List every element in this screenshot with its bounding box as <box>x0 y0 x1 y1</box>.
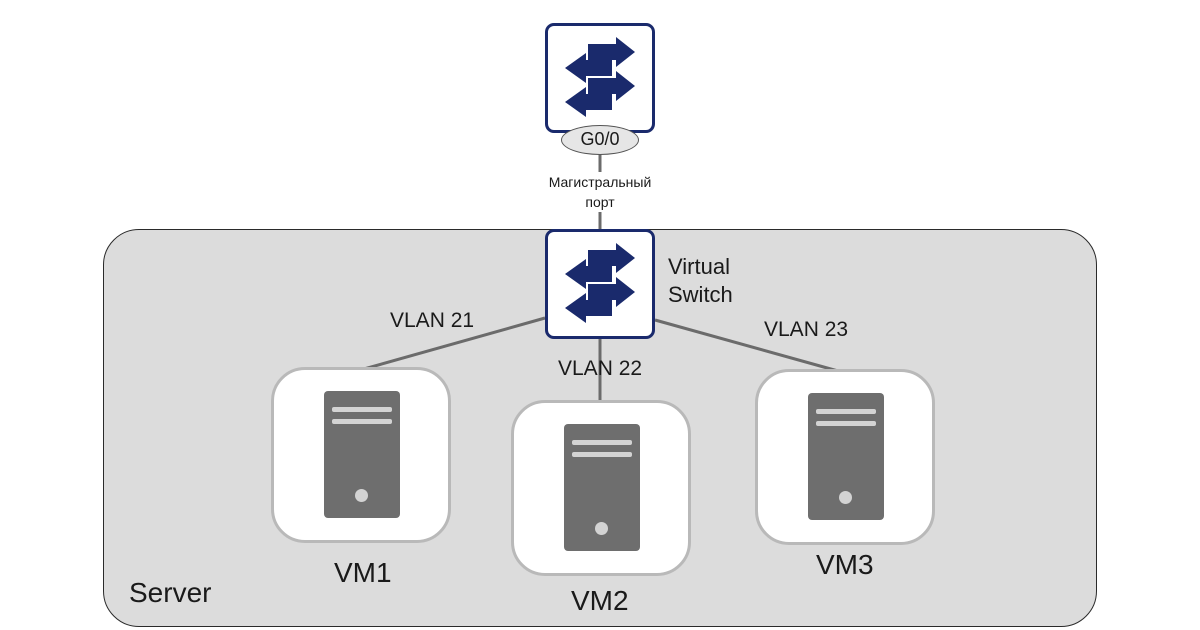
vm2-node[interactable] <box>511 400 691 576</box>
trunk-label-line1: Магистральный <box>548 174 652 190</box>
vm1-node[interactable] <box>271 367 451 543</box>
vlan-21-link <box>363 316 546 371</box>
vlan-23-link <box>654 318 839 373</box>
virtual-switch-label-line2: Switch <box>668 282 733 307</box>
switch-arrows-icon <box>565 243 635 323</box>
server-tower-icon <box>808 393 884 520</box>
vlan-22-label: VLAN 22 <box>558 357 643 380</box>
vm3-node[interactable] <box>755 369 935 545</box>
server-label: Server <box>129 577 212 608</box>
switch-arrows-icon <box>565 37 635 117</box>
vlan-21-label: VLAN 21 <box>390 309 475 332</box>
vm1-label: VM1 <box>334 557 392 588</box>
vlan-23-label: VLAN 23 <box>764 318 849 341</box>
port-badge-g0-0: G0/0 <box>561 125 639 155</box>
virtual-switch-label-line1: Virtual <box>668 254 730 279</box>
trunk-port-label: Магистральный порт <box>520 172 680 212</box>
server-tower-icon <box>564 424 640 551</box>
physical-switch[interactable] <box>545 23 655 133</box>
vm2-label: VM2 <box>571 585 629 616</box>
virtual-switch-label: Virtual Switch <box>668 253 778 309</box>
vm3-label: VM3 <box>816 549 874 580</box>
virtual-switch[interactable] <box>545 229 655 339</box>
server-tower-icon <box>324 391 400 518</box>
trunk-label-line2: порт <box>585 194 615 210</box>
